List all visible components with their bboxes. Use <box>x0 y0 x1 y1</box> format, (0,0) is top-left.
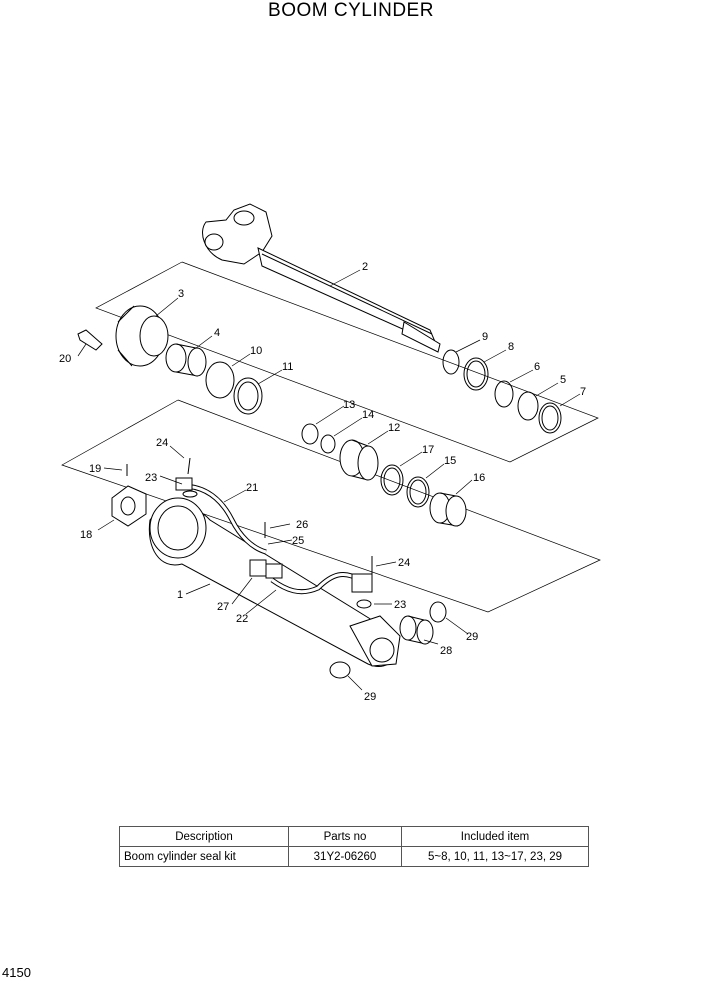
upper-group-boundary <box>95 261 599 463</box>
ring-17-drawing <box>380 464 404 496</box>
column-header-parts-no: Parts no <box>288 826 402 847</box>
callout-10: 10 <box>250 345 262 357</box>
seal-kit-table: Description Parts no Included item Boom … <box>119 826 589 867</box>
callout-18: 18 <box>80 529 92 541</box>
o-ring-10-drawing <box>205 361 235 399</box>
callout-28: 28 <box>440 645 452 657</box>
callout-14: 14 <box>362 409 374 421</box>
callout-24a: 24 <box>156 437 168 449</box>
callout-7: 7 <box>580 386 586 398</box>
cell-parts-no: 31Y2-06260 <box>288 846 402 867</box>
callout-19: 19 <box>89 463 101 475</box>
dust-seal-29b-drawing <box>329 661 351 679</box>
cell-included-item: 5~8, 10, 11, 13~17, 23, 29 <box>401 846 589 867</box>
rod-cover-drawing <box>115 305 169 367</box>
bushing-16-drawing <box>429 492 467 527</box>
seal-5-drawing <box>517 391 539 421</box>
callout-11: 11 <box>282 361 293 373</box>
bolt-20-drawing <box>77 329 103 351</box>
bushing-28-drawing <box>399 615 434 645</box>
o-ring-23-drawing <box>356 599 372 609</box>
cell-description: Boom cylinder seal kit <box>119 846 289 867</box>
dust-seal-29a-drawing <box>429 601 447 623</box>
o-ring-13-drawing <box>301 423 319 445</box>
bushing-4-drawing <box>165 343 207 377</box>
column-header-included-item: Included item <box>401 826 589 847</box>
wiper-8-drawing <box>463 357 489 391</box>
ring-14-drawing <box>320 434 336 454</box>
callout-15: 15 <box>444 455 456 467</box>
seal-9-drawing <box>442 349 460 375</box>
table-header-row: Description Parts no Included item <box>119 826 589 847</box>
pin-nut-18-drawing <box>111 485 147 527</box>
callout-4: 4 <box>214 327 220 339</box>
seal-6-drawing <box>494 380 514 408</box>
callout-9: 9 <box>482 331 488 343</box>
backup-ring-11-drawing <box>233 377 263 415</box>
callout-6: 6 <box>534 361 540 373</box>
column-header-description: Description <box>119 826 289 847</box>
callout-23b: 23 <box>394 599 406 611</box>
callout-5: 5 <box>560 374 566 386</box>
cylinder-tube-drawing <box>148 497 401 667</box>
callout-29b: 29 <box>364 691 376 703</box>
callout-21: 21 <box>246 482 258 494</box>
callout-16: 16 <box>473 472 485 484</box>
table-row: Boom cylinder seal kit 31Y2-06260 5~8, 1… <box>119 846 589 867</box>
callout-1: 1 <box>177 589 183 601</box>
callout-25: 25 <box>292 535 304 547</box>
callout-20: 20 <box>59 353 71 365</box>
piston-12-drawing <box>339 439 379 481</box>
callout-13: 13 <box>343 399 355 411</box>
callout-8: 8 <box>508 341 514 353</box>
callout-22: 22 <box>236 613 248 625</box>
callout-3: 3 <box>178 288 184 300</box>
callout-12: 12 <box>388 422 400 434</box>
piston-rod-drawing <box>202 203 441 353</box>
callout-29a: 29 <box>466 631 478 643</box>
callout-17: 17 <box>422 444 434 456</box>
callout-26: 26 <box>296 519 308 531</box>
callout-23a: 23 <box>145 472 157 484</box>
flange-block-drawing <box>175 477 193 491</box>
callout-27: 27 <box>217 601 229 613</box>
seal-7-drawing <box>538 402 562 434</box>
callout-2: 2 <box>362 261 368 273</box>
callout-24b: 24 <box>398 557 410 569</box>
ring-15-drawing <box>406 476 430 508</box>
page-title: BOOM CYLINDER <box>268 0 434 21</box>
page-number: 4150 <box>2 965 31 980</box>
